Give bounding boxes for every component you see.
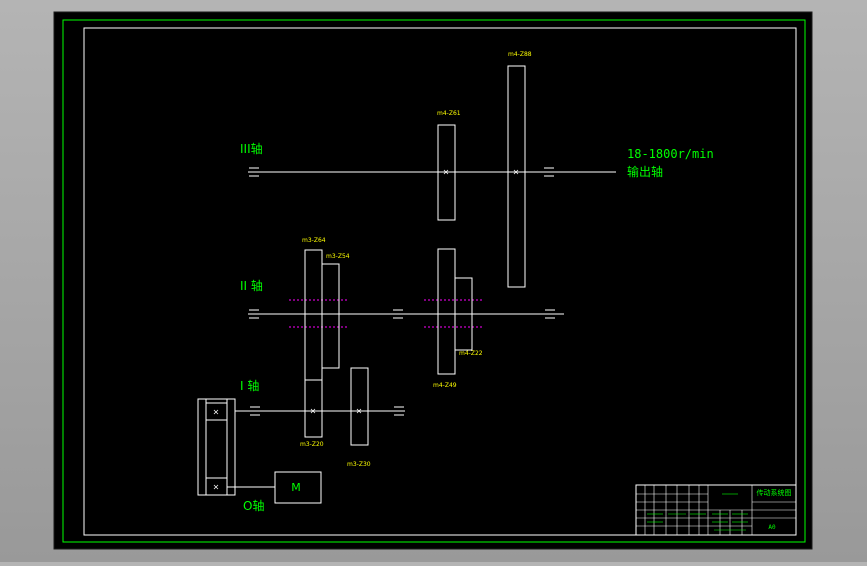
title-block-drawing-title: 传动系统图 [757,488,792,497]
inner-frame [83,27,797,536]
gear-z54 [321,263,340,369]
title-block-drawing-no: A0 [768,524,776,531]
title-block: 传动系统图 A0 [635,484,797,536]
gear-z54-label: m3-Z54 [326,253,350,260]
gear-z88-label: m4-Z88 [508,51,532,58]
upper-pulley [205,402,228,421]
gear-z49-label: m4-Z49 [433,382,457,389]
gear-z88-key-icon: × [513,168,520,177]
gear-z61-key-icon: × [443,168,450,177]
gear-z22-label: m4-Z22 [459,350,483,357]
shaft-I-bearing-right [394,406,404,416]
gear-z22 [454,277,473,351]
shaft-II-bearing-left [249,309,259,319]
output-shaft-label: 输出轴 [627,164,663,179]
shaft-III-label: III轴 [240,141,263,156]
gear-z20 [304,379,323,438]
gear-z61-label: m4-Z61 [437,110,461,117]
gear-z30-key-icon: × [356,407,363,416]
shaft-II-bearing-mid [393,309,403,319]
gear-z64-label: m3-Z64 [302,237,326,244]
gear-z20-key-icon: × [310,407,317,416]
outer-frame [62,19,806,543]
gear-z30 [350,367,369,446]
shaft-II-bearing-right [545,309,555,319]
gear-z20-label: m3-Z20 [300,441,324,448]
drawing-sheet [53,11,813,550]
shaft-I-bearing-left [250,406,260,416]
shaft-III-bearing-left [249,167,259,177]
upper-pulley-key-icon: × [213,408,220,417]
shaft-II-label: II 轴 [240,278,263,293]
motor-label: M [291,481,301,494]
shaft-III-bearing-right [544,167,554,177]
shaft-I-label: I 轴 [240,378,259,393]
gear-z30-label: m3-Z30 [347,461,371,468]
output-speed: 18-1800r/min [627,147,714,161]
gear-z88 [507,65,526,288]
gear-z61 [437,124,456,221]
shaft-0-label: O轴 [243,498,264,513]
motor-box [274,471,322,504]
lower-pulley-key-icon: × [213,483,220,492]
